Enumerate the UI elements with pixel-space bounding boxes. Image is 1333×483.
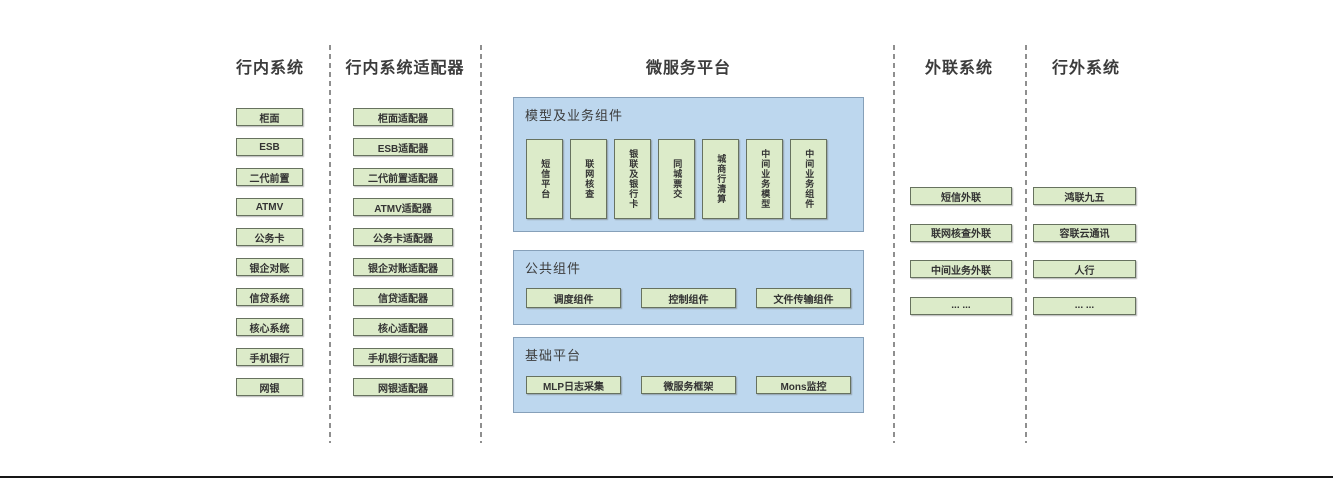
outside-system-box: 人行 bbox=[1033, 260, 1136, 278]
internal-adapters-box-list: 柜面适配器 ESB适配器二代前置适配器 ATMV适配器公务卡适配器银企对账适配器信贷… bbox=[353, 108, 453, 396]
system-box: 网银 bbox=[236, 378, 303, 396]
external-system-box: 联网核查外联 bbox=[910, 223, 1012, 242]
system-box: 信贷系统 bbox=[236, 288, 303, 306]
column-title-outside-bank-systems: 行外系统 bbox=[1051, 60, 1120, 77]
adapter-box: 银企对账适配器 bbox=[353, 258, 453, 276]
adapter-box: ATMV适配器 bbox=[353, 198, 453, 216]
bottom-baseline bbox=[0, 476, 1333, 478]
column-title-internal-systems: 行内系统 bbox=[235, 60, 304, 77]
column-divider bbox=[1025, 45, 1027, 443]
component-box: 同城票交 bbox=[658, 139, 695, 219]
base-platform-box-list: MLP日志采集 微服务框架 Mons监控 bbox=[526, 376, 851, 394]
outside-system-box: 容联云通讯 bbox=[1033, 223, 1136, 242]
component-box: 短信平台 bbox=[526, 139, 563, 219]
external-system-box: 短信外联 bbox=[910, 187, 1012, 205]
column-title-internal-adapters: 行内系统适配器 bbox=[345, 60, 465, 77]
component-box: 文件传输组件 bbox=[756, 288, 851, 308]
system-box: 公务卡 bbox=[236, 228, 303, 246]
system-box: 核心系统 bbox=[236, 318, 303, 336]
system-box: 二代前置 bbox=[236, 168, 303, 186]
common-component-box-list: 调度组件控制组件文件传输组件 bbox=[526, 288, 851, 308]
column-divider bbox=[480, 45, 482, 443]
component-box: 联网核查 bbox=[570, 139, 607, 219]
system-box: 柜面 bbox=[236, 108, 303, 126]
internal-systems-box-list: 柜面 ESB 二代前置 ATMV 公务卡银企对账信贷系统核心系统手机银行网银 bbox=[236, 108, 303, 396]
adapter-box: 信贷适配器 bbox=[353, 288, 453, 306]
component-box: 城商行清算 bbox=[702, 139, 739, 219]
adapter-box: 柜面适配器 bbox=[353, 108, 453, 126]
component-box: 中间业务模型 bbox=[746, 139, 783, 219]
panel-label: 模型及业务组件 bbox=[525, 108, 624, 123]
adapter-box: 二代前置适配器 bbox=[353, 168, 453, 186]
panel-label: 基础平台 bbox=[525, 348, 582, 363]
adapter-box: 核心适配器 bbox=[353, 318, 453, 336]
column-divider bbox=[893, 45, 895, 443]
outside-system-box: 鸿联九五 bbox=[1033, 187, 1136, 205]
component-box: MLP日志采集 bbox=[526, 376, 621, 394]
system-box: 银企对账 bbox=[236, 258, 303, 276]
adapter-box: 手机银行适配器 bbox=[353, 348, 453, 366]
outside-system-box: ... ... bbox=[1033, 296, 1136, 315]
adapter-box: ESB适配器 bbox=[353, 138, 453, 156]
panel-common-components: 公共组件 调度组件控制组件文件传输组件 bbox=[513, 250, 864, 325]
system-box: ATMV bbox=[236, 198, 303, 216]
external-link-box-list: 短信外联联网核查外联中间业务外联 ... ... bbox=[910, 187, 1012, 315]
external-system-box: 中间业务外联 bbox=[910, 260, 1012, 278]
component-box: 银联及银行卡 bbox=[614, 139, 651, 219]
external-system-box: ... ... bbox=[910, 296, 1012, 315]
system-box: 手机银行 bbox=[236, 348, 303, 366]
adapter-box: 公务卡适配器 bbox=[353, 228, 453, 246]
column-divider bbox=[329, 45, 331, 443]
panel-model-business-components: 模型及业务组件 短信平台联网核查银联及银行卡同城票交城商行清算中间业务模型中间业… bbox=[513, 97, 864, 232]
adapter-box: 网银适配器 bbox=[353, 378, 453, 396]
model-component-box-list: 短信平台联网核查银联及银行卡同城票交城商行清算中间业务模型中间业务组件 bbox=[526, 139, 827, 219]
component-box: 微服务框架 bbox=[641, 376, 736, 394]
panel-label: 公共组件 bbox=[525, 261, 582, 276]
column-title-external-link-systems: 外联系统 bbox=[924, 60, 993, 77]
component-box: 调度组件 bbox=[526, 288, 621, 308]
system-box: ESB bbox=[236, 138, 303, 156]
panel-base-platform: 基础平台 MLP日志采集 微服务框架 Mons监控 bbox=[513, 337, 864, 413]
component-box: Mons监控 bbox=[756, 376, 851, 394]
column-title-microservice-platform: 微服务平台 bbox=[645, 60, 731, 77]
component-box: 控制组件 bbox=[641, 288, 736, 308]
component-box: 中间业务组件 bbox=[790, 139, 827, 219]
outside-bank-box-list: 鸿联九五容联云通讯人行 ... ... bbox=[1033, 187, 1136, 315]
